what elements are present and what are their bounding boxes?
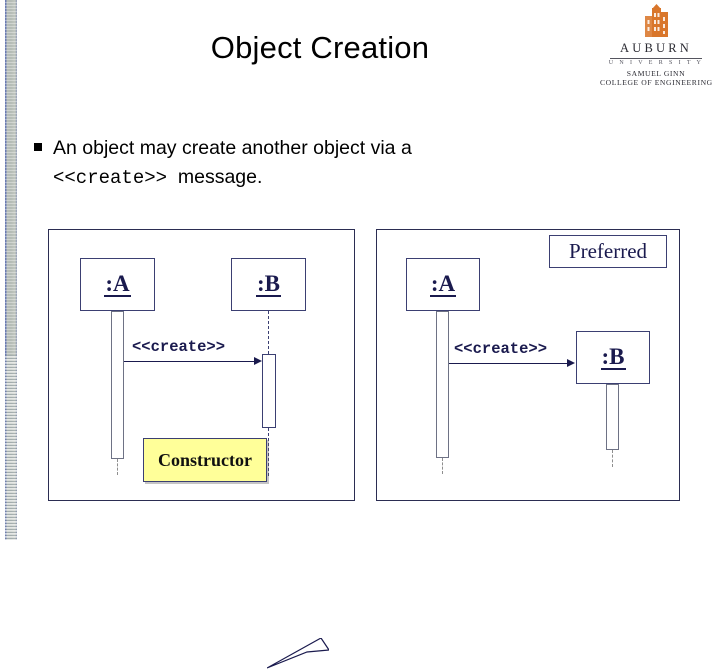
note-leader-line (267, 638, 329, 669)
logo-college-line1: SAMUEL GINN (626, 69, 686, 78)
object-label-a-right: :A (429, 270, 457, 297)
lifeline-b-left-lower (268, 428, 269, 476)
object-box-b-left: :B (231, 258, 306, 311)
logo-college-line2: COLLEGE OF ENGINEERING (600, 78, 713, 88)
object-label-a-left: :A (104, 270, 131, 297)
activation-bar-b-right (606, 384, 619, 450)
auburn-tower-icon (645, 4, 668, 37)
status-badge-preferred: Preferred (549, 235, 667, 268)
message-label-create-right: <<create>> (454, 340, 548, 358)
object-box-a-right: :A (406, 258, 480, 311)
object-box-b-right: :B (576, 331, 650, 384)
bullet-text: An object may create another object via … (53, 134, 412, 193)
page-title: Object Creation (210, 30, 430, 65)
object-label-b-left: :B (256, 270, 281, 297)
message-arrowhead-create-right (567, 359, 575, 367)
list-item: An object may create another object via … (34, 134, 634, 193)
bullet-text-after: message. (177, 166, 263, 188)
lifeline-a-right (442, 458, 443, 474)
object-box-a-left: :A (80, 258, 155, 311)
message-label-create-left: <<create>> (132, 338, 226, 356)
activation-bar-a-left (111, 311, 124, 459)
logo-divider (610, 57, 702, 59)
activation-bar-a-right (436, 311, 449, 458)
left-edge-stripe (5, 0, 17, 540)
status-badge-label: Preferred (568, 239, 648, 263)
diagram-right-frame: Preferred :A :B <<create>> (376, 229, 680, 501)
square-bullet-icon (34, 143, 42, 151)
activation-bar-b-left (262, 354, 276, 428)
lifeline-a-left (117, 459, 118, 475)
note-label: Constructor (158, 449, 252, 470)
diagram-left-frame: :A :B <<create>> Constructor (48, 229, 355, 669)
message-line-create-left (124, 361, 255, 362)
message-arrowhead-create-left (254, 357, 262, 365)
bullet-text-before: An object may create another object via … (53, 137, 412, 159)
lifeline-b-right (612, 450, 613, 467)
logo-wordmark: AUBURN (620, 41, 692, 55)
left-edge-stripe-texture (5, 355, 17, 540)
logo-subtitle: U N I V E R S I T Y (608, 60, 704, 66)
bullet-mono-token: <<create>> (53, 167, 168, 189)
message-line-create-right (449, 363, 568, 364)
object-label-b-right: :B (600, 343, 626, 370)
note-constructor: Constructor (143, 438, 267, 482)
auburn-university-logo: AUBURN U N I V E R S I T Y SAMUEL GINN C… (600, 4, 712, 90)
bullet-list: An object may create another object via … (34, 134, 634, 193)
lifeline-b-left-upper (268, 311, 269, 354)
